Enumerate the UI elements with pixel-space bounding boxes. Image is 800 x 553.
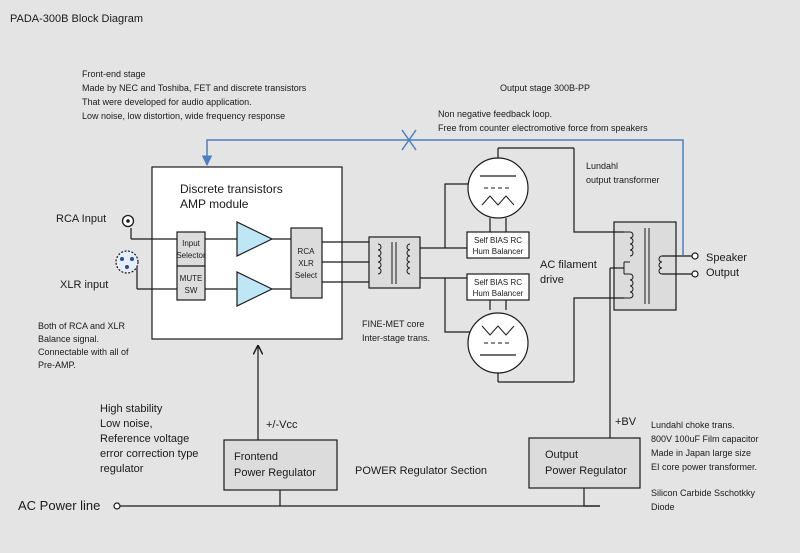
svg-text:EI core power transformer.: EI core power transformer. xyxy=(651,462,757,472)
svg-text:Power Regulator: Power Regulator xyxy=(234,467,316,479)
xlr-input-connector xyxy=(115,250,139,274)
svg-text:regulator: regulator xyxy=(100,463,144,475)
rca-input-connector xyxy=(121,214,135,228)
svg-text:XLR: XLR xyxy=(298,259,314,268)
self-bias-block-bottom xyxy=(466,273,530,301)
ac-power-line xyxy=(113,488,600,510)
svg-text:Pre-AMP.: Pre-AMP. xyxy=(38,360,76,370)
svg-text:High stability: High stability xyxy=(100,403,163,415)
rca-xlr-select-block xyxy=(290,227,323,299)
svg-text:Reference voltage: Reference voltage xyxy=(100,433,189,445)
svg-text:error correction type: error correction type xyxy=(100,448,198,460)
speaker-output-label: Speaker Output xyxy=(706,252,747,279)
vcc-label: +/-Vcc xyxy=(266,419,298,431)
feedback-loop xyxy=(201,129,684,255)
svg-text:Speaker: Speaker xyxy=(706,252,747,264)
svg-text:Output: Output xyxy=(545,449,578,461)
svg-text:Self BIAS RC: Self BIAS RC xyxy=(474,236,522,245)
svg-text:RCA: RCA xyxy=(298,247,316,256)
rca-input-label: RCA Input xyxy=(56,213,106,225)
plate-wires xyxy=(573,148,624,382)
frontend-power-regulator xyxy=(223,439,338,491)
power-section-label: POWER Regulator Section xyxy=(355,465,487,477)
svg-text:Lundahl choke trans.: Lundahl choke trans. xyxy=(651,420,735,430)
svg-text:AMP module: AMP module xyxy=(180,197,249,211)
svg-text:Inter-stage trans.: Inter-stage trans. xyxy=(362,333,430,343)
svg-text:Front-end stage: Front-end stage xyxy=(82,69,146,79)
svg-text:Diode: Diode xyxy=(651,502,675,512)
input-selector-label: Input Selector xyxy=(176,239,206,260)
rca-xlr-select-label: RCA XLR Select xyxy=(295,247,318,280)
tube-bottom xyxy=(467,300,574,383)
svg-text:MUTE: MUTE xyxy=(180,274,203,283)
svg-text:800V 100uF Film capacitor: 800V 100uF Film capacitor xyxy=(651,434,759,444)
svg-text:Hum Balancer: Hum Balancer xyxy=(473,289,524,298)
svg-text:Balance signal.: Balance signal. xyxy=(38,334,99,344)
mute-switch-label: MUTE SW xyxy=(180,274,203,295)
ac-filament-label: AC filament drive xyxy=(540,259,597,286)
svg-text:output transformer: output transformer xyxy=(586,175,660,185)
interstage-label: FINE-MET core Inter-stage trans. xyxy=(362,319,430,343)
svg-text:Connectable with all of: Connectable with all of xyxy=(38,347,129,357)
self-bias-block-top xyxy=(466,231,530,259)
svg-text:Hum Balancer: Hum Balancer xyxy=(473,247,524,256)
self-bias-label-top: Self BIAS RC Hum Balancer xyxy=(473,236,524,256)
svg-text:Lundahl: Lundahl xyxy=(586,161,618,171)
svg-text:Both of RCA and XLR: Both of RCA and XLR xyxy=(38,321,126,331)
svg-text:Made by NEC and Toshiba, FET a: Made by NEC and Toshiba, FET and discret… xyxy=(82,83,307,93)
svg-text:Low noise,: Low noise, xyxy=(100,418,153,430)
output-reg-note: Lundahl choke trans. 800V 100uF Film cap… xyxy=(651,420,759,472)
frontend-reg-note: High stability Low noise, Reference volt… xyxy=(100,403,198,475)
svg-text:Output: Output xyxy=(706,267,739,279)
svg-text:drive: drive xyxy=(540,274,564,286)
svg-text:Selector: Selector xyxy=(176,251,206,260)
amplifier-triangle-bottom xyxy=(236,271,274,307)
svg-text:Input: Input xyxy=(182,239,201,248)
xlr-input-label: XLR input xyxy=(60,279,108,291)
output-power-regulator xyxy=(528,437,641,489)
amplifier-triangle-top xyxy=(236,221,274,257)
output-transformer xyxy=(613,221,677,311)
svg-text:Self BIAS RC: Self BIAS RC xyxy=(474,278,522,287)
svg-text:AC filament: AC filament xyxy=(540,259,597,271)
svg-text:Free from counter electromotiv: Free from counter electromotive force fr… xyxy=(438,123,648,133)
self-bias-label-bottom: Self BIAS RC Hum Balancer xyxy=(473,278,524,298)
feedback-note: Non negative feedback loop. Free from co… xyxy=(438,109,648,133)
svg-text:Made in Japan large size: Made in Japan large size xyxy=(651,448,751,458)
svg-text:Non negative feedback loop.: Non negative feedback loop. xyxy=(438,109,552,119)
svg-text:FINE-MET core: FINE-MET core xyxy=(362,319,424,329)
sic-diode-note: Silicon Carbide Sschotkky Diode xyxy=(651,488,756,512)
interstage-to-tube-wires xyxy=(420,183,472,333)
amp-module-label: Discrete transistors AMP module xyxy=(180,182,283,211)
svg-text:Frontend: Frontend xyxy=(234,451,278,463)
speaker-terminals xyxy=(662,252,699,278)
svg-text:That were developed for audio: That were developed for audio applicatio… xyxy=(82,97,252,107)
interstage-transformer xyxy=(368,236,421,289)
ac-power-line-label: AC Power line xyxy=(18,498,100,513)
diagram-title: PADA-300B Block Diagram xyxy=(10,13,143,25)
output-reg-label: Output Power Regulator xyxy=(545,449,627,477)
frontend-reg-label: Frontend Power Regulator xyxy=(234,451,316,479)
svg-text:Discrete transistors: Discrete transistors xyxy=(180,182,283,196)
svg-text:Power Regulator: Power Regulator xyxy=(545,465,627,477)
svg-text:SW: SW xyxy=(185,286,198,295)
svg-text:Low noise, low distortion, wid: Low noise, low distortion, wide frequenc… xyxy=(82,111,285,121)
svg-text:Select: Select xyxy=(295,271,318,280)
svg-text:Silicon Carbide Sschotkky: Silicon Carbide Sschotkky xyxy=(651,488,756,498)
bv-label: +BV xyxy=(615,416,637,428)
output-stage-label: Output stage 300B-PP xyxy=(500,83,590,93)
lundahl-output-label: Lundahl output transformer xyxy=(586,161,660,185)
tube-top xyxy=(467,147,574,232)
frontend-note: Front-end stage Made by NEC and Toshiba,… xyxy=(82,69,307,121)
balance-note: Both of RCA and XLR Balance signal. Conn… xyxy=(38,321,129,370)
